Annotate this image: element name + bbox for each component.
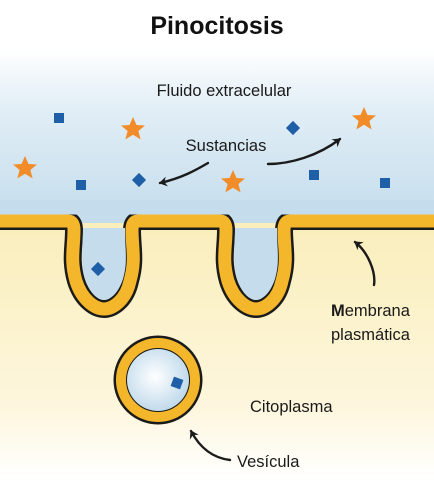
substance-squares: [54, 113, 390, 390]
vesicle-label: Vesícula: [237, 453, 300, 471]
curved-arrow-icon: [353, 240, 376, 287]
substances-label: Sustancias: [186, 137, 267, 155]
cytoplasm-label: Citoplasma: [250, 398, 333, 416]
square-icon: [309, 170, 319, 180]
square-icon: [285, 120, 301, 136]
star-icon: [221, 170, 245, 193]
substance-stars: [13, 107, 376, 193]
membrane-label-line1: Membrana: [331, 302, 411, 320]
curved-arrow-icon: [266, 137, 342, 166]
diagram-title: Pinocitosis: [150, 12, 283, 40]
star-icon: [121, 117, 145, 140]
curved-arrow-icon: [158, 161, 210, 187]
membrane-label-line2: plasmática: [331, 326, 411, 344]
square-icon: [54, 113, 64, 123]
square-icon: [170, 376, 184, 390]
extracellular-fluid-label: Fluido extracelular: [157, 82, 292, 100]
extracellular-fluid-region: [0, 48, 434, 223]
star-icon: [352, 107, 376, 130]
square-icon: [380, 178, 390, 188]
plasma-membrane: [0, 200, 434, 318]
square-icon: [90, 261, 106, 277]
vesicle: [113, 335, 203, 425]
square-icon: [76, 180, 86, 190]
star-icon: [13, 156, 37, 179]
square-icon: [131, 172, 147, 188]
curved-arrow-icon: [189, 429, 232, 462]
arrows: [158, 137, 376, 462]
